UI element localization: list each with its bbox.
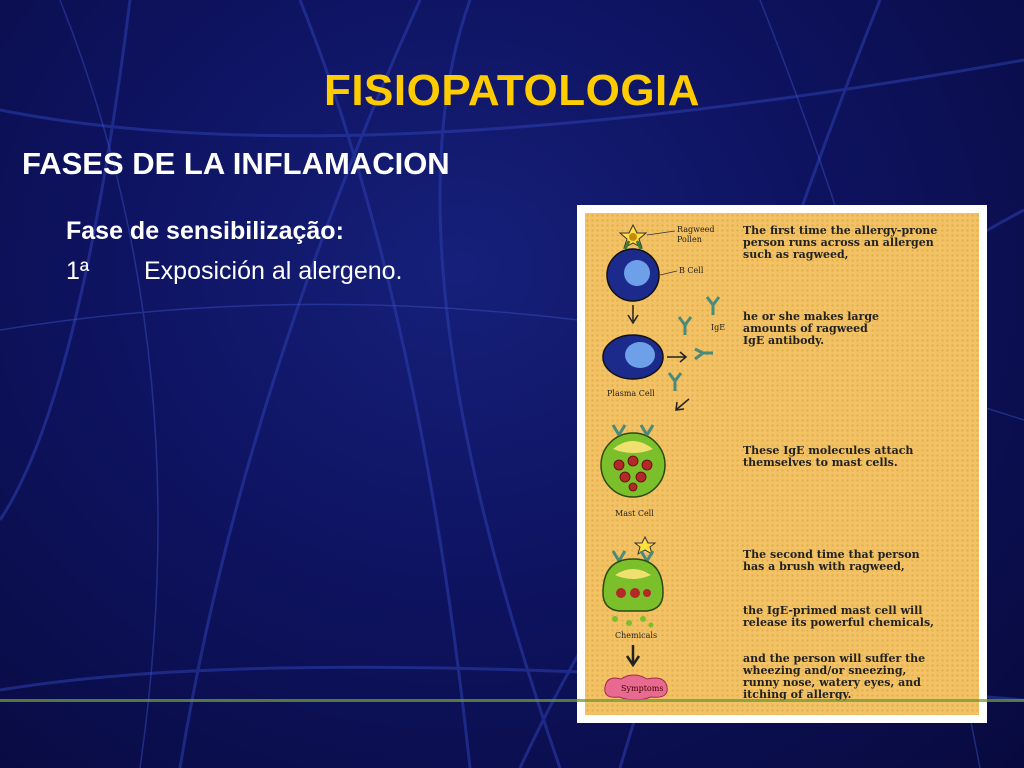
- ragweed-pollen-icon: [618, 223, 648, 250]
- allergy-diagram-figure: Ragweed Pollen B Cell IgE Plasma Cell Ma…: [577, 205, 987, 723]
- arrow-down-icon: [627, 305, 639, 325]
- pointer-line: [646, 230, 676, 236]
- arrow-right-icon: [667, 351, 688, 363]
- pointer-line: [659, 270, 678, 276]
- label-b-cell: B Cell: [679, 266, 704, 275]
- symptoms-icon: [604, 674, 668, 701]
- step-number: 1ª: [66, 257, 90, 285]
- footer-divider: [0, 699, 1024, 702]
- allergy-diagram: Ragweed Pollen B Cell IgE Plasma Cell Ma…: [585, 213, 979, 715]
- label-ragweed: Ragweed: [677, 225, 715, 234]
- ige-antibody-icon: [667, 296, 721, 391]
- caption-second-exposure: The second time that person has a brush …: [743, 548, 920, 573]
- arrow-down-icon: [625, 645, 641, 668]
- caption-ige-production: he or she makes large amounts of ragweed…: [743, 310, 880, 347]
- arrow-icon: [675, 398, 690, 411]
- b-cell-icon: [606, 240, 660, 302]
- caption-ige-attach: These IgE molecules attach themselves to…: [743, 444, 914, 469]
- label-ige: IgE: [711, 323, 726, 332]
- slide-subtitle: FASES DE LA INFLAMACION: [22, 146, 450, 181]
- label-pollen: Pollen: [677, 235, 702, 244]
- label-mast-cell: Mast Cell: [615, 509, 654, 518]
- allergy-diagram-drawing: [600, 223, 721, 701]
- caption-symptoms: and the person will suffer the wheezing …: [743, 652, 926, 701]
- plasma-cell-icon: [602, 334, 664, 380]
- step-item: 1ª Exposición al alergeno.: [66, 257, 403, 286]
- label-symptoms: Symptoms: [621, 684, 664, 693]
- caption-first-exposure: The first time the allergy-prone person …: [743, 224, 938, 261]
- step-text: Exposición al alergeno.: [144, 257, 403, 285]
- slide-title: FISIOPATOLOGIA: [323, 66, 701, 115]
- label-chemicals: Chemicals: [615, 631, 658, 640]
- caption-chemical-release: the IgE-primed mast cell will release it…: [743, 604, 934, 629]
- triggered-mast-cell-icon: [602, 535, 664, 628]
- label-plasma-cell: Plasma Cell: [607, 389, 655, 398]
- phase-heading: Fase de sensibilização:: [66, 217, 344, 245]
- mast-cell-icon: [600, 424, 666, 498]
